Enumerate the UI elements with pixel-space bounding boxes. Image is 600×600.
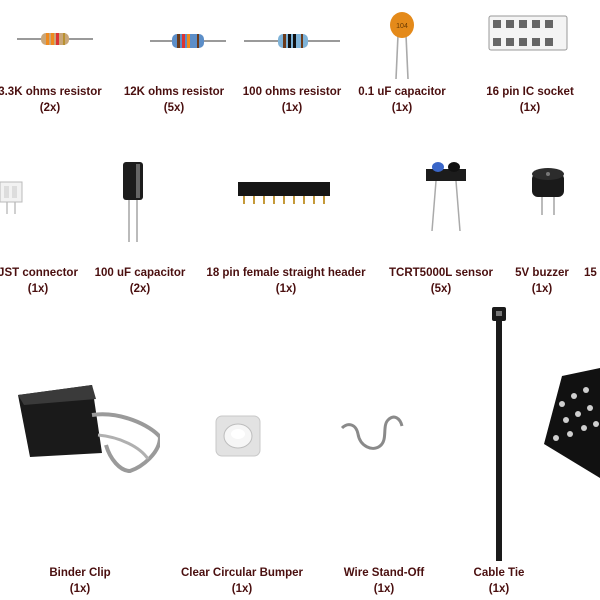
item-label-wire-standoff: Wire Stand-Off (1x) <box>334 565 434 597</box>
tcrt5000-sensor-image <box>426 162 466 232</box>
item-name: 12K ohms resistor <box>123 86 225 98</box>
item-name: 15 <box>584 267 597 279</box>
resistor-3-3k-image <box>17 33 93 45</box>
item-label-cable-tie: Cable Tie (1x) <box>456 565 542 597</box>
item-name: 3.3K ohms resistor <box>0 86 102 98</box>
ic-socket-image <box>488 15 568 51</box>
resistor-100-ohm-image <box>244 34 340 48</box>
item-name: 0.1 uF capacitor <box>358 86 446 98</box>
item-qty: (1x) <box>391 102 413 114</box>
item-qty: (1x) <box>231 583 253 595</box>
item-qty: (1x) <box>69 583 91 595</box>
item-name: TCRT5000L sensor <box>389 267 493 279</box>
resistor-12k-image <box>150 34 226 48</box>
item-qty: (1x) <box>488 583 510 595</box>
item-qty: (1x) <box>27 283 49 295</box>
item-name: JST connector <box>0 267 78 279</box>
item-label-electrolytic-capacitor: 100 uF capacitor (2x) <box>88 265 192 297</box>
cable-tie-image <box>492 307 506 561</box>
item-label-circular-bumper: Clear Circular Bumper (1x) <box>172 565 312 597</box>
item-qty: (5x) <box>163 102 185 114</box>
item-name: 100 ohms resistor <box>242 86 342 98</box>
item-name: 5V buzzer <box>515 267 569 279</box>
electrolytic-capacitor-image <box>123 162 143 242</box>
wire-standoff-image <box>340 415 404 450</box>
item-qty: (2x) <box>129 283 151 295</box>
item-name: 16 pin IC socket <box>486 86 574 98</box>
buzzer-image <box>532 168 564 215</box>
item-label-3-3k-resistor: 3.3K ohms resistor (2x) <box>0 84 102 116</box>
item-name: Cable Tie <box>473 567 525 579</box>
item-qty: (1x) <box>519 102 541 114</box>
item-label-ceramic-capacitor: 0.1 uF capacitor (1x) <box>350 84 454 116</box>
item-label-ic-socket: 16 pin IC socket (1x) <box>478 84 582 116</box>
item-label-truncated: 15 <box>584 265 600 281</box>
item-label-tcrt5000-sensor: TCRT5000L sensor (5x) <box>388 265 494 297</box>
item-qty: (2x) <box>39 102 61 114</box>
item-label-binder-clip: Binder Clip (1x) <box>30 565 130 597</box>
item-qty: (1x) <box>373 583 395 595</box>
item-name: Clear Circular Bumper <box>180 567 304 579</box>
item-label-buzzer: 5V buzzer (1x) <box>506 265 578 297</box>
item-name: 18 pin female straight header <box>206 267 366 279</box>
circular-bumper-image <box>215 415 261 457</box>
item-label-12k-resistor: 12K ohms resistor (5x) <box>116 84 232 116</box>
item-label-jst-connector: JST connector (1x) <box>0 265 84 297</box>
item-name: Binder Clip <box>49 567 111 579</box>
item-name: 100 uF capacitor <box>94 267 186 279</box>
item-name: Wire Stand-Off <box>343 567 425 579</box>
item-qty: (1x) <box>281 102 303 114</box>
jst-connector-image <box>0 181 23 214</box>
item-qty: (1x) <box>531 283 553 295</box>
item-label-female-header: 18 pin female straight header (1x) <box>198 265 374 297</box>
capacitor-marking: 104 <box>396 23 408 30</box>
item-qty: (1x) <box>275 283 297 295</box>
binder-clip-image <box>18 385 160 474</box>
item-label-100-ohm-resistor: 100 ohms resistor (1x) <box>236 84 348 116</box>
circuit-board-image <box>544 368 600 478</box>
ceramic-capacitor-image: 104 <box>390 12 414 80</box>
item-qty: (5x) <box>430 283 452 295</box>
female-header-image <box>238 182 330 204</box>
